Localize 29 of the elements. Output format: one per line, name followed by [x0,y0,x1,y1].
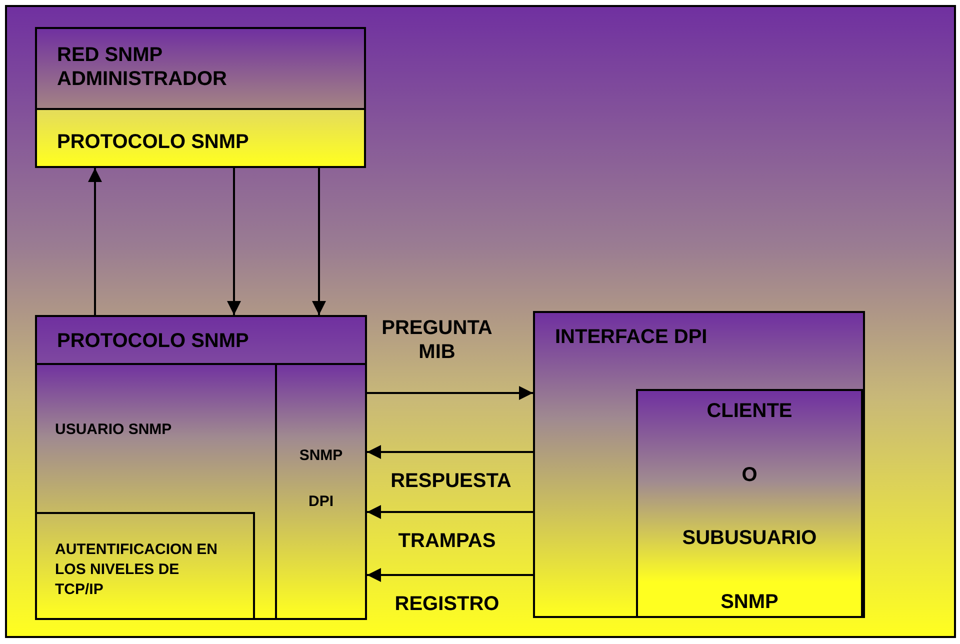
node-label: CLIENTE [706,399,792,423]
manager-box [35,27,366,168]
agent-box [35,315,367,620]
node-label: AUTENTIFICACION EN LOS NIVELES DE TCP/IP [55,540,218,600]
edge-label: RESPUESTA [390,469,512,493]
edge-label: REGISTRO [394,592,500,616]
arrow [367,445,533,459]
arrow [312,168,326,315]
node-label: SNMP [299,447,343,465]
node-label: O [742,462,758,487]
node-label: PROTOCOLO SNMP [57,130,249,154]
node-label: INTERFACE DPI [555,325,708,349]
client-box [636,389,863,618]
node-label: RED SNMP ADMINISTRADOR [57,43,228,91]
interface-box [533,311,865,618]
node-label: PROTOCOLO SNMP [57,329,249,353]
arrow [367,568,533,582]
protocol-band [35,108,366,168]
node-label: SUBUSUARIO [682,526,817,550]
edge-label: TRAMPAS [397,529,497,553]
authentication-box [35,512,255,620]
node-label: SNMP [720,590,778,614]
arrow [367,505,533,519]
node-label: DPI [308,493,334,511]
node-label: USUARIO SNMP [55,421,172,439]
arrow [88,168,102,315]
edge-label: PREGUNTA MIB [380,316,494,364]
arrow [227,168,241,315]
arrow [367,386,533,400]
